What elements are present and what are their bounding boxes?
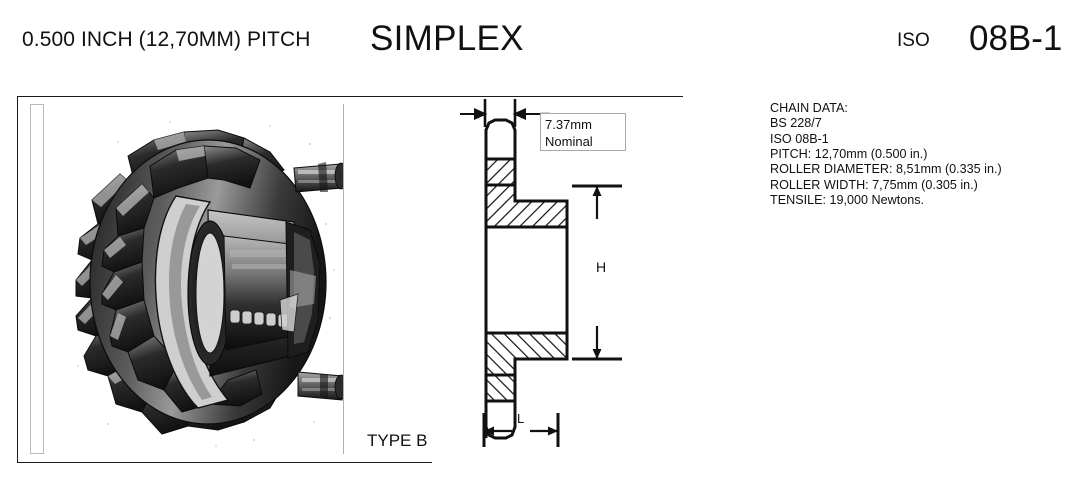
pitch-title: 0.500 INCH (12,70MM) PITCH [22,28,311,51]
chain-data-line: ISO 08B-1 [770,132,829,147]
chain-data-line: TENSILE: 19,000 Newtons. [770,192,925,207]
type-label: TYPE B [367,431,428,450]
standard-label: ISO [897,30,930,51]
chain-data-heading: CHAIN DATA: [770,101,848,115]
panel-divider-photo [343,104,344,454]
standard-code: 08B-1 [969,19,1063,58]
product-title: SIMPLEX [370,19,524,58]
nominal-width-callout: 7.37mm Nominal [540,113,626,151]
dimension-l-label: L [517,411,525,426]
frame-inner-margin-bar [30,104,44,454]
dimension-h-label: H [596,259,607,275]
cross-section-drawing [432,97,683,463]
chain-data-line: PITCH: 12,70mm (0.500 in.) [770,146,928,161]
chain-data-line: ROLLER WIDTH: 7,75mm (0.305 in.) [770,178,978,193]
callout-qualifier: Nominal [545,134,593,149]
chain-data-line: ROLLER DIAMETER: 8,51mm (0.335 in.) [770,161,1002,176]
header-row: 0.500 INCH (12,70MM) PITCH SIMPLEX ISO 0… [0,0,1074,88]
chain-data-block: CHAIN DATA: BS 228/7 ISO 08B-1 PITCH: 12… [770,101,1060,208]
callout-value: 7.37mm [545,117,592,132]
chain-data-line: BS 228/7 [770,115,822,130]
sprocket-photo [58,104,343,454]
